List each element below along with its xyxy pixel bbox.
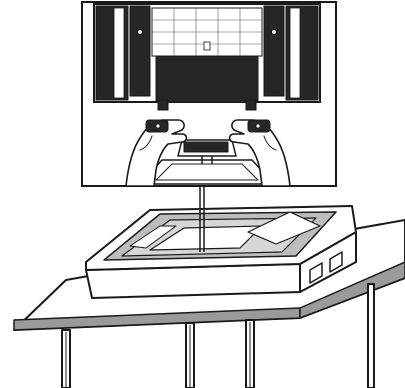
- stand-neck: [156, 56, 258, 102]
- packing-box: [86, 206, 356, 298]
- tv-back-panel: [94, 4, 320, 110]
- inset-view-box: [82, 2, 336, 186]
